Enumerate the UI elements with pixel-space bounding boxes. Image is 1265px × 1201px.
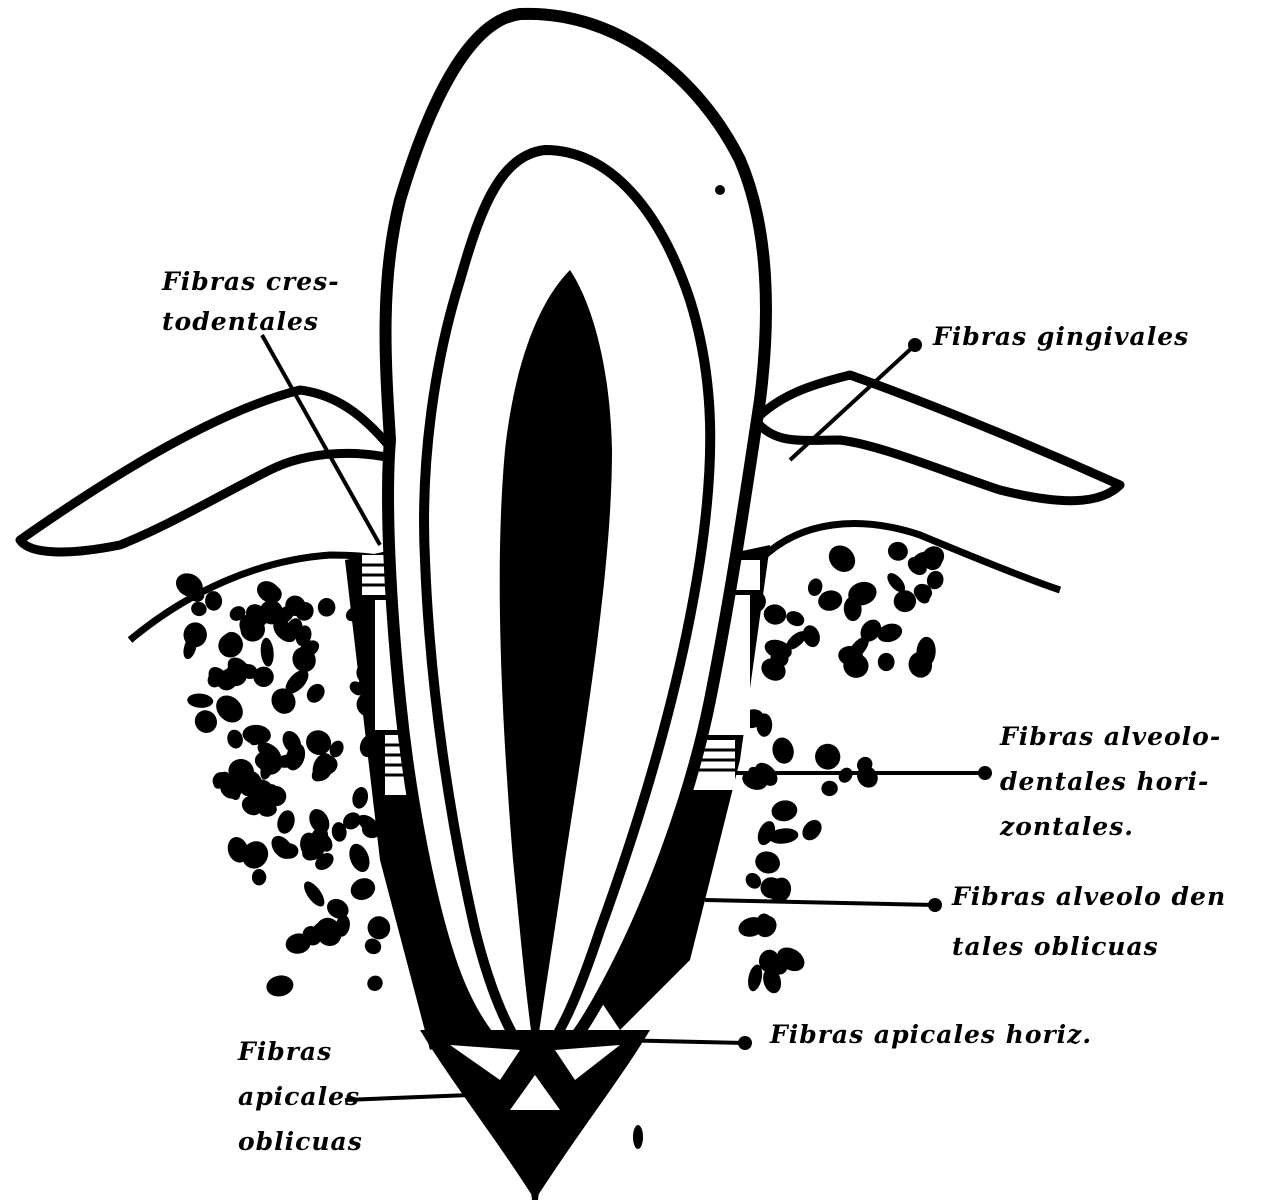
bone-pore (303, 680, 328, 706)
gingiva-left (20, 390, 400, 552)
bone-pore (190, 706, 221, 737)
alveolar-bone-right (736, 540, 948, 996)
apical-region (420, 1030, 650, 1200)
bone-pore (877, 653, 894, 672)
label-horizontales-line1: Fibras alveolo- (999, 722, 1221, 751)
bone-pore (784, 608, 807, 629)
bone-pore (770, 735, 797, 766)
bone-pore (280, 843, 299, 858)
label-apicales-oblicuas-line1: Fibras (237, 1037, 332, 1066)
bone-pore (187, 693, 214, 709)
leader-oblicuas (705, 900, 935, 905)
bone-pore (265, 973, 296, 999)
bone-pore (364, 972, 386, 994)
bone-pore (252, 869, 267, 886)
leader-crestodentales (262, 335, 380, 545)
gingiva-right-inner (760, 524, 1060, 590)
bone-pore (752, 912, 781, 941)
gingiva-right (755, 375, 1120, 501)
label-crestodentales-line2: todentales (162, 307, 319, 336)
bone-pore (260, 637, 275, 667)
leader-apicales-oblicuas (345, 1095, 470, 1100)
bone-pore (350, 786, 370, 811)
bone-pore (225, 728, 245, 750)
label-oblicuas-line1: Fibras alveolo den (951, 882, 1226, 911)
label-apicales-oblicuas-line3: oblicuas (238, 1127, 363, 1156)
label-apicales-oblicuas-line2: apicales (238, 1082, 360, 1111)
bone-pore (798, 816, 825, 844)
bone-pore (204, 591, 222, 612)
bone-pore (752, 848, 783, 877)
bone-pore (346, 841, 374, 875)
bone-pore (813, 741, 843, 771)
bone-pore (836, 765, 856, 785)
label-oblicuas-line2: tales oblicuas (952, 932, 1159, 961)
bone-pore (762, 603, 787, 626)
bone-pore (275, 808, 298, 836)
bone-pore (886, 540, 910, 563)
bone-pore (821, 780, 838, 797)
label-horizontales-line2: dentales hori- (1000, 767, 1209, 796)
bone-pore (770, 799, 799, 824)
bone-pore (318, 598, 336, 617)
bone-pore (823, 540, 860, 577)
label-horizontales-line3: zontales. (999, 812, 1134, 841)
label-crestodentales-line1: Fibras cres- (161, 267, 340, 296)
bone-pore (347, 874, 378, 904)
bone-pore (892, 589, 917, 614)
bone-pore (300, 878, 328, 910)
bone-pore (365, 914, 393, 943)
label-gingivales: Fibras gingivales (932, 322, 1189, 351)
label-apicales-horiz: Fibras apicales horiz. (769, 1020, 1092, 1049)
